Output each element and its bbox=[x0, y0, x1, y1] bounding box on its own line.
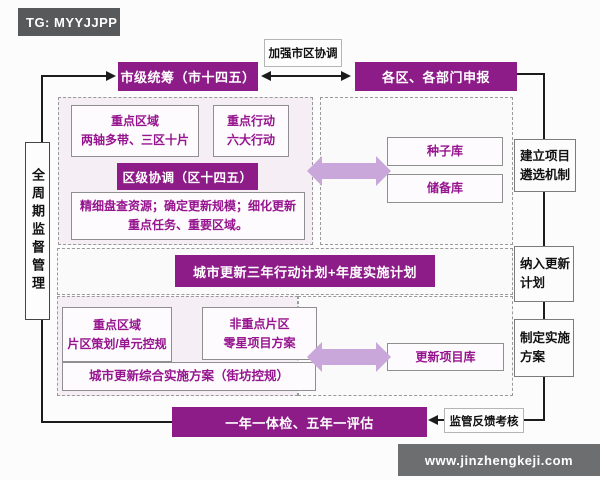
key-area-plan-line1: 重点区域 bbox=[92, 317, 141, 332]
key-action-line2: 六大行动 bbox=[226, 133, 275, 147]
implementation-line2: 方案 bbox=[520, 350, 546, 364]
district-apply-text: 各区、各部门申报 bbox=[381, 70, 490, 85]
watermark-tag-text: TG: MYYJJPP bbox=[26, 14, 118, 30]
include-plan-box: 纳入更新 计划 bbox=[514, 246, 574, 302]
city-overall-text: 市级统筹（市十四五） bbox=[120, 70, 256, 85]
seed-bank-box: 种子库 bbox=[387, 137, 503, 166]
reserve-bank-text: 储备库 bbox=[426, 181, 463, 196]
project-library-text: 更新项目库 bbox=[415, 349, 476, 364]
feedback-box: 监管反馈考核 bbox=[444, 408, 524, 433]
non-key-line2: 零星项目方案 bbox=[223, 335, 296, 350]
include-plan-line2: 计划 bbox=[520, 276, 546, 290]
selection-mechanism-box: 建立项目 遴选机制 bbox=[514, 139, 576, 192]
supervision-rail: 全周期监督管理 bbox=[25, 142, 50, 320]
double-arrow-top bbox=[307, 156, 391, 186]
district-coord-text: 区级协调（区十四五） bbox=[122, 171, 253, 185]
watermark-tag: TG: MYYJJPP bbox=[18, 8, 120, 36]
arrowhead-into-city-box bbox=[106, 71, 116, 81]
feedback-text: 监管反馈考核 bbox=[449, 415, 519, 428]
key-area-plan-box: 重点区域 片区策划/单元控规 bbox=[62, 307, 172, 362]
survey-detail-box: 精细盘查资源；确定更新规模；细化更新 重点任务、重要区域。 bbox=[71, 192, 305, 240]
watermark-site-text: www.jinzhengkeji.com bbox=[424, 452, 574, 468]
action-plan-text: 城市更新三年行动计划+年度实施计划 bbox=[192, 264, 418, 280]
arrowhead-right-top bbox=[341, 71, 351, 81]
arrowhead-into-evaluation bbox=[428, 415, 438, 425]
action-plan-box: 城市更新三年行动计划+年度实施计划 bbox=[175, 255, 435, 287]
watermark-site: www.jinzhengkeji.com bbox=[398, 444, 600, 476]
supervision-rail-text: 全周期监督管理 bbox=[30, 168, 45, 294]
survey-detail-line1: 精细盘查资源；确定更新规模；细化更新 bbox=[79, 199, 296, 214]
project-library-box: 更新项目库 bbox=[387, 343, 504, 371]
seed-bank-text: 种子库 bbox=[426, 144, 463, 159]
selection-line2: 遴选机制 bbox=[520, 167, 571, 182]
city-overall-box: 市级统筹（市十四五） bbox=[118, 62, 258, 91]
survey-detail-line2: 重点任务、重要区域。 bbox=[127, 218, 248, 232]
comprehensive-plan-box: 城市更新综合实施方案（街坊控规） bbox=[62, 362, 316, 391]
district-coord-box: 区级协调（区十四五） bbox=[117, 163, 258, 190]
key-area-box: 重点区域 两轴多带、三区十片 bbox=[71, 105, 199, 157]
include-plan-line1: 纳入更新 bbox=[520, 257, 571, 272]
selection-line1: 建立项目 bbox=[520, 148, 571, 163]
reserve-bank-box: 储备库 bbox=[387, 174, 503, 203]
key-action-box: 重点行动 六大行动 bbox=[213, 105, 289, 157]
implementation-plan-box: 制定实施 方案 bbox=[514, 319, 574, 377]
key-area-line1: 重点区域 bbox=[110, 114, 159, 129]
implementation-line1: 制定实施 bbox=[520, 331, 571, 346]
coordination-note-text: 加强市区协调 bbox=[268, 48, 338, 60]
coordination-note-box: 加强市区协调 bbox=[264, 39, 342, 67]
key-area-line2: 两轴多带、三区十片 bbox=[80, 133, 189, 147]
arrowhead-left-top bbox=[261, 71, 271, 81]
non-key-line1: 非重点片区 bbox=[229, 316, 290, 331]
evaluation-box: 一年一体检、五年一评估 bbox=[172, 407, 427, 437]
comprehensive-plan-text: 城市更新综合实施方案（街坊控规） bbox=[88, 368, 289, 383]
non-key-area-box: 非重点片区 零星项目方案 bbox=[202, 307, 317, 360]
double-arrow-bottom bbox=[307, 342, 391, 372]
key-area-plan-line2: 片区策划/单元控规 bbox=[67, 336, 167, 351]
evaluation-text: 一年一体检、五年一评估 bbox=[225, 415, 374, 431]
key-action-line1: 重点行动 bbox=[226, 114, 275, 129]
district-apply-box: 各区、各部门申报 bbox=[355, 62, 517, 91]
